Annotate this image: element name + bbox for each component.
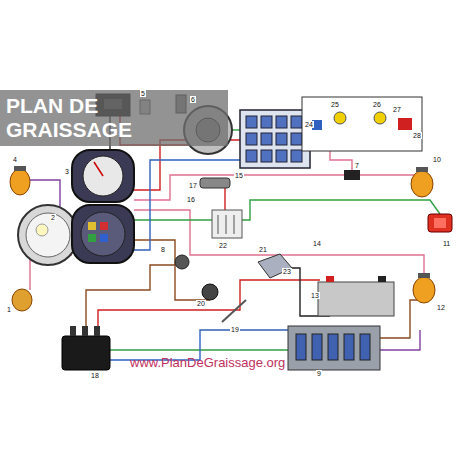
callout-number: 20	[196, 300, 206, 307]
callout-number: 19	[230, 326, 240, 333]
wire	[134, 160, 275, 250]
callout-number: 14	[312, 240, 322, 247]
fuse	[296, 334, 306, 360]
connector-block	[240, 110, 310, 168]
terminal	[291, 133, 302, 145]
terminal	[291, 116, 302, 128]
fuse	[360, 334, 370, 360]
lamp-panel	[302, 97, 422, 151]
voltage-regulator	[258, 254, 292, 278]
callout-number: 1	[6, 306, 12, 313]
callout-number: 5	[140, 90, 146, 97]
terminal	[276, 116, 287, 128]
headlamp	[18, 205, 78, 265]
callout-number: 21	[258, 246, 268, 253]
callout-number: 28	[412, 132, 422, 139]
ignition-coil	[200, 178, 242, 238]
instrument-cluster	[72, 150, 134, 263]
terminal	[246, 133, 257, 145]
callout-number: 13	[310, 292, 320, 299]
terminal	[261, 150, 272, 162]
horn	[175, 255, 189, 269]
wire	[224, 188, 225, 210]
terminal	[246, 116, 257, 128]
wire	[134, 200, 440, 220]
callout-number: 7	[354, 162, 360, 169]
callout-number: 18	[90, 372, 100, 379]
callout-number: 23	[282, 268, 292, 275]
wire	[232, 129, 240, 130]
wire	[110, 349, 288, 350]
wire	[130, 240, 210, 300]
callout-number: 22	[218, 242, 228, 249]
callout-number: 17	[188, 182, 198, 189]
callout-number: 6	[190, 96, 196, 103]
callout-number: 9	[316, 370, 322, 377]
wire	[134, 175, 420, 200]
callout-number: 24	[304, 121, 314, 128]
flasher-relay	[344, 170, 360, 180]
wire	[86, 265, 175, 336]
callout-number: 3	[64, 168, 70, 175]
fuse	[312, 334, 322, 360]
callout-number: 8	[160, 246, 166, 253]
watermark-band	[0, 90, 228, 146]
watermark: PLAN DE GRAISSAGE	[6, 94, 176, 142]
battery	[318, 276, 394, 316]
callout-number: 27	[392, 106, 402, 113]
callout-number: 16	[186, 196, 196, 203]
wire	[380, 330, 420, 350]
callout-number: 12	[436, 304, 446, 311]
switch-contact	[202, 284, 246, 322]
callout-number: 25	[330, 101, 340, 108]
fuse-box	[288, 326, 380, 370]
tail-light	[428, 214, 452, 232]
terminal	[291, 150, 302, 162]
callout-number: 15	[234, 172, 244, 179]
terminal	[246, 150, 257, 162]
callout-number: 11	[442, 240, 451, 247]
terminal	[276, 150, 287, 162]
terminal	[261, 116, 272, 128]
terminal	[261, 133, 272, 145]
rectifier	[62, 326, 110, 370]
callout-number: 4	[12, 156, 18, 163]
wire	[98, 280, 320, 336]
callout-number: 2	[50, 214, 56, 221]
callout-number: 26	[372, 101, 382, 108]
terminal	[276, 133, 287, 145]
callout-number: 10	[432, 156, 442, 163]
fuse	[328, 334, 338, 360]
fuse	[344, 334, 354, 360]
watermark-url: www.PlanDeGraissage.org	[130, 356, 285, 369]
